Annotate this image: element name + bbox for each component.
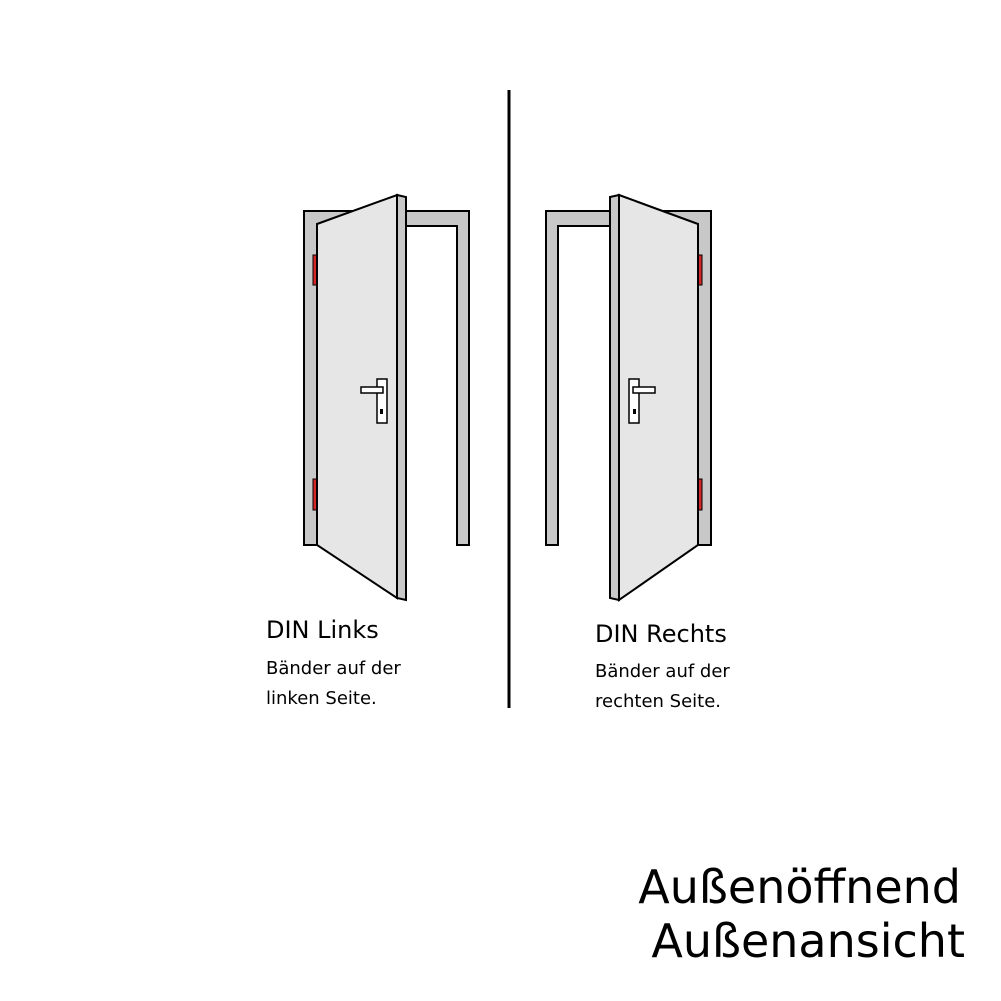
- right-line2: rechten Seite.: [595, 691, 721, 712]
- handle-lever: [360, 386, 384, 394]
- door-din-links: [303, 193, 470, 602]
- left-line1: Bänder auf der: [266, 658, 401, 679]
- right-line1: Bänder auf der: [595, 661, 730, 682]
- keyhole-icon: [380, 409, 383, 414]
- door-edge: [396, 193, 407, 602]
- right-title: DIN Rechts: [595, 620, 727, 648]
- caption-line2: Außenansicht: [651, 914, 965, 968]
- handle-lever: [632, 386, 656, 394]
- door-edge: [609, 193, 620, 602]
- door-din-rechts: [545, 193, 712, 602]
- handle-plate: [628, 378, 640, 424]
- left-title: DIN Links: [266, 616, 379, 644]
- keyhole-icon: [633, 409, 636, 414]
- left-line2: linken Seite.: [266, 688, 377, 709]
- door-frame: [303, 210, 470, 546]
- handle-plate: [376, 378, 388, 424]
- caption-line1: Außenöffnend: [638, 860, 961, 914]
